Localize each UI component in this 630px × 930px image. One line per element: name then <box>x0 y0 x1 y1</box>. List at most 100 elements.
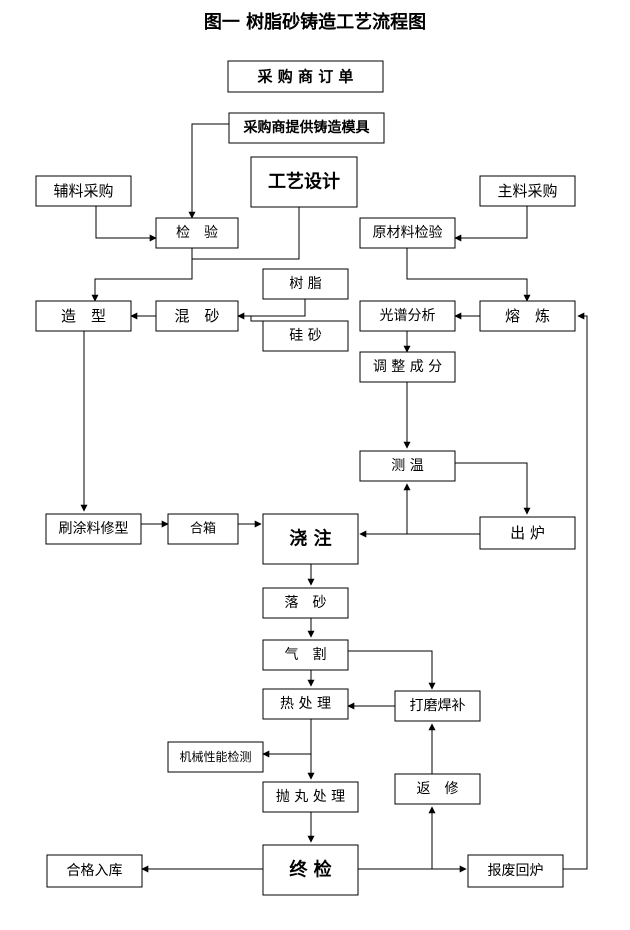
node-tapping: 出 炉 <box>479 516 576 550</box>
node-raw-inspection: 原材料检验 <box>359 217 456 249</box>
edge-inspection-to-molding <box>91 248 193 302</box>
node-temp-measure: 测 温 <box>359 450 456 482</box>
node-label: 刷涂料修型 <box>59 521 129 537</box>
node-label: 主料采购 <box>497 182 557 200</box>
node-molding: 造 型 <box>35 300 132 332</box>
node-resin: 树 脂 <box>262 268 349 300</box>
edge-aux-to-inspection <box>95 206 157 242</box>
node-gas-cut: 气 割 <box>262 639 349 671</box>
node-inspection: 检 验 <box>155 217 239 249</box>
node-coating: 刷涂料修型 <box>45 513 142 545</box>
node-aux-purchase: 辅料采购 <box>35 175 132 207</box>
edge-raw-to-melting <box>406 248 531 302</box>
node-label: 抛 丸 处 理 <box>276 789 345 805</box>
node-box <box>155 300 239 332</box>
node-box <box>262 639 349 671</box>
node-label: 热 处 理 <box>280 696 331 712</box>
edge-design-line <box>192 207 300 260</box>
node-box <box>479 516 576 550</box>
node-label: 返 修 <box>417 781 459 797</box>
edge-gascut-to-grind <box>348 650 436 690</box>
node-label: 熔 炼 <box>505 307 550 325</box>
node-box <box>155 217 239 249</box>
edge-sand-to-mixing <box>250 316 263 322</box>
node-label: 出 炉 <box>510 524 545 542</box>
node-label: 打磨焊补 <box>410 697 466 714</box>
node-mech-test: 机械性能检测 <box>167 741 264 773</box>
node-spectral: 光谱分析 <box>359 300 456 332</box>
node-pouring: 浇 注 <box>262 513 359 565</box>
edge-resin-to-mixing <box>237 299 306 320</box>
node-label: 测 温 <box>391 458 423 474</box>
node-box <box>394 690 481 722</box>
node-label: 合箱 <box>190 521 216 537</box>
node-label: 调 整 成 分 <box>373 359 442 375</box>
edge-mold-to-inspection <box>188 123 229 219</box>
node-adjust-comp: 调 整 成 分 <box>359 351 456 383</box>
node-box <box>167 741 264 773</box>
node-label: 气 割 <box>285 646 327 663</box>
node-box <box>262 513 359 565</box>
node-box <box>250 156 358 208</box>
node-label: 机械性能检测 <box>179 749 251 764</box>
node-box <box>394 773 481 805</box>
node-box <box>228 112 385 144</box>
node-main-purchase: 主料采购 <box>479 175 576 207</box>
node-box <box>262 268 349 300</box>
node-box <box>46 854 143 888</box>
node-label: 浇 注 <box>289 528 331 550</box>
node-box <box>262 320 349 352</box>
node-purchase-order: 采 购 商 订 单 <box>227 60 384 93</box>
node-label: 采 购 商 订 单 <box>257 68 354 86</box>
node-box <box>35 300 132 332</box>
node-process-design: 工艺设计 <box>250 156 358 208</box>
node-label: 光谱分析 <box>380 308 436 324</box>
node-label: 树 脂 <box>289 276 321 292</box>
node-label: 采购商提供铸造模具 <box>243 119 370 136</box>
node-label: 混 砂 <box>174 307 219 325</box>
node-rework: 返 修 <box>394 773 481 805</box>
node-label: 硅 砂 <box>289 328 321 344</box>
node-label: 造 型 <box>61 307 106 325</box>
node-box <box>479 175 576 207</box>
node-box <box>262 781 359 813</box>
node-box <box>262 688 349 720</box>
node-box <box>262 587 349 619</box>
node-box <box>227 60 384 93</box>
node-box <box>359 217 456 249</box>
node-label: 检 验 <box>176 225 218 241</box>
node-warehouse: 合格入库 <box>46 854 143 888</box>
node-sand-mixing: 混 砂 <box>155 300 239 332</box>
node-silica-sand: 硅 砂 <box>262 320 349 352</box>
node-box <box>359 450 456 482</box>
node-shakeout: 落 砂 <box>262 587 349 619</box>
node-box <box>35 175 132 207</box>
node-box <box>45 513 142 545</box>
diagram-title: 图一 树脂砂铸造工艺流程图 <box>203 12 427 33</box>
node-grind-weld: 打磨焊补 <box>394 690 481 722</box>
node-label: 终 检 <box>289 859 331 881</box>
node-box <box>467 854 564 888</box>
node-label: 报废回炉 <box>488 863 544 879</box>
edge-temp-to-tapping <box>455 462 531 515</box>
node-final-insp: 终 检 <box>262 844 359 896</box>
node-mold-supply: 采购商提供铸造模具 <box>228 112 385 144</box>
node-heat-treat: 热 处 理 <box>262 688 349 720</box>
node-shot-blast: 抛 丸 处 理 <box>262 781 359 813</box>
edge-main-to-raw <box>454 206 528 242</box>
node-closing: 合箱 <box>167 513 239 545</box>
edges-layer <box>80 123 588 873</box>
node-label: 原材料检验 <box>373 225 443 241</box>
node-label: 工艺设计 <box>268 171 340 193</box>
node-box <box>359 351 456 383</box>
node-box <box>479 300 576 332</box>
node-scrap: 报废回炉 <box>467 854 564 888</box>
node-box <box>359 300 456 332</box>
node-box <box>167 513 239 545</box>
edge-scrap-to-melting <box>563 312 588 870</box>
node-box <box>262 844 359 896</box>
node-label: 落 砂 <box>285 595 327 611</box>
node-label: 合格入库 <box>67 863 123 879</box>
